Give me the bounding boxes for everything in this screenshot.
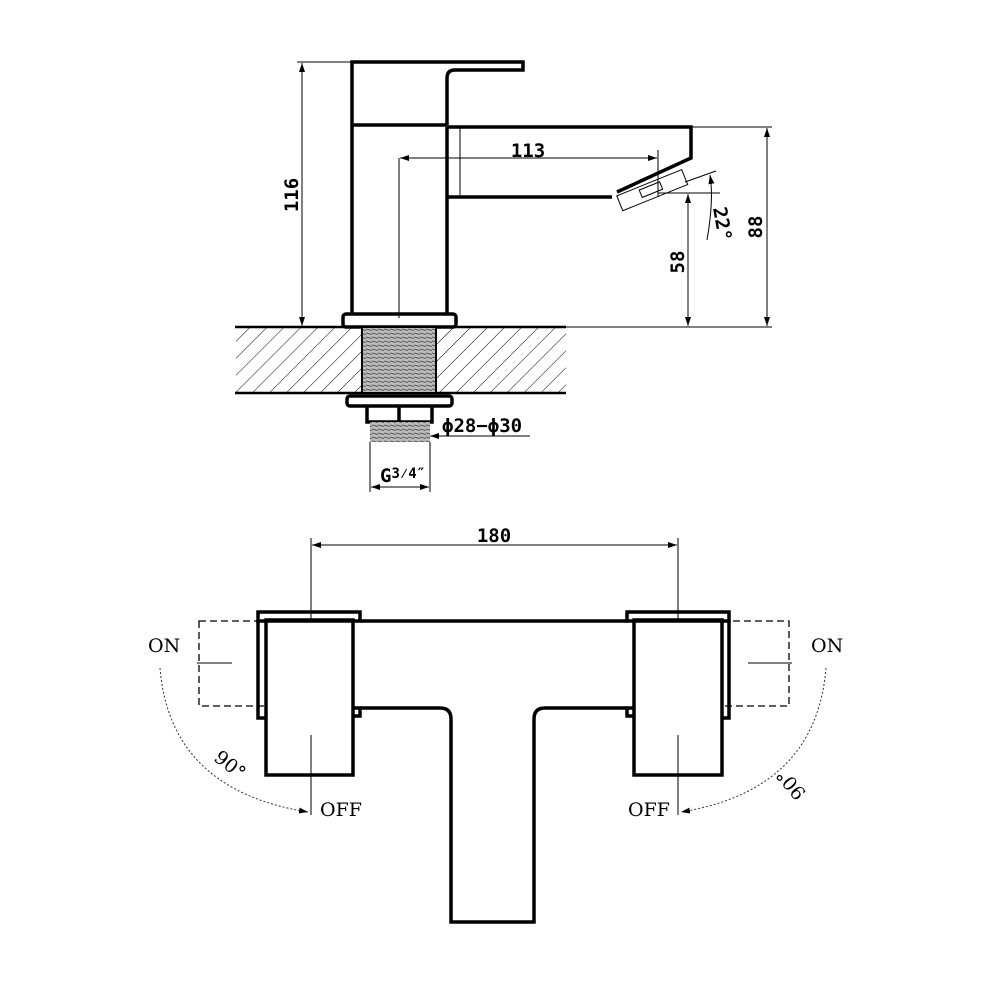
- dim-spacing-label: 180: [477, 525, 511, 547]
- mixer-body: [360, 619, 627, 924]
- thread-g-label: G: [380, 465, 391, 487]
- left-on-label: ON: [148, 635, 180, 657]
- tail-thread: [370, 422, 430, 442]
- right-angle-label: 90°: [772, 764, 811, 804]
- dim-outlet-height-label: 58: [667, 251, 689, 274]
- threaded-shank: [361, 326, 437, 394]
- left-angle-label: 90°: [210, 746, 250, 784]
- left-handle: [198, 610, 362, 777]
- top-dimensions: 180 ON OFF 90° ON OFF 90°: [148, 525, 843, 821]
- left-handle-on-position: [198, 620, 267, 707]
- right-rotation-arc: [680, 667, 827, 814]
- dim-top-height-label: 88: [745, 216, 767, 239]
- countertop-section: [235, 325, 772, 395]
- side-view: 116 113 88 58 22° ϕ28−ϕ30 G3⁄4″: [235, 60, 772, 492]
- nut: [365, 406, 434, 424]
- washer: [345, 394, 454, 408]
- dim-height-label: 116: [281, 178, 303, 212]
- right-on-label: ON: [811, 635, 843, 657]
- left-rotation-arc: [159, 667, 309, 814]
- dim-angle-label: 22°: [708, 205, 736, 243]
- right-handle-on-position: [721, 620, 790, 707]
- left-off-label: OFF: [320, 799, 362, 821]
- thread-fraction-label: 3⁄4″: [391, 466, 425, 482]
- right-off-label: OFF: [628, 799, 670, 821]
- dim-reach-label: 113: [511, 140, 545, 162]
- dim-hole-diameter-label: ϕ28−ϕ30: [442, 415, 522, 437]
- top-view: 180 ON OFF 90° ON OFF 90°: [148, 525, 843, 924]
- dim-thread-label: G3⁄4″: [380, 465, 425, 487]
- right-handle: [625, 610, 790, 777]
- aerator: [616, 168, 689, 212]
